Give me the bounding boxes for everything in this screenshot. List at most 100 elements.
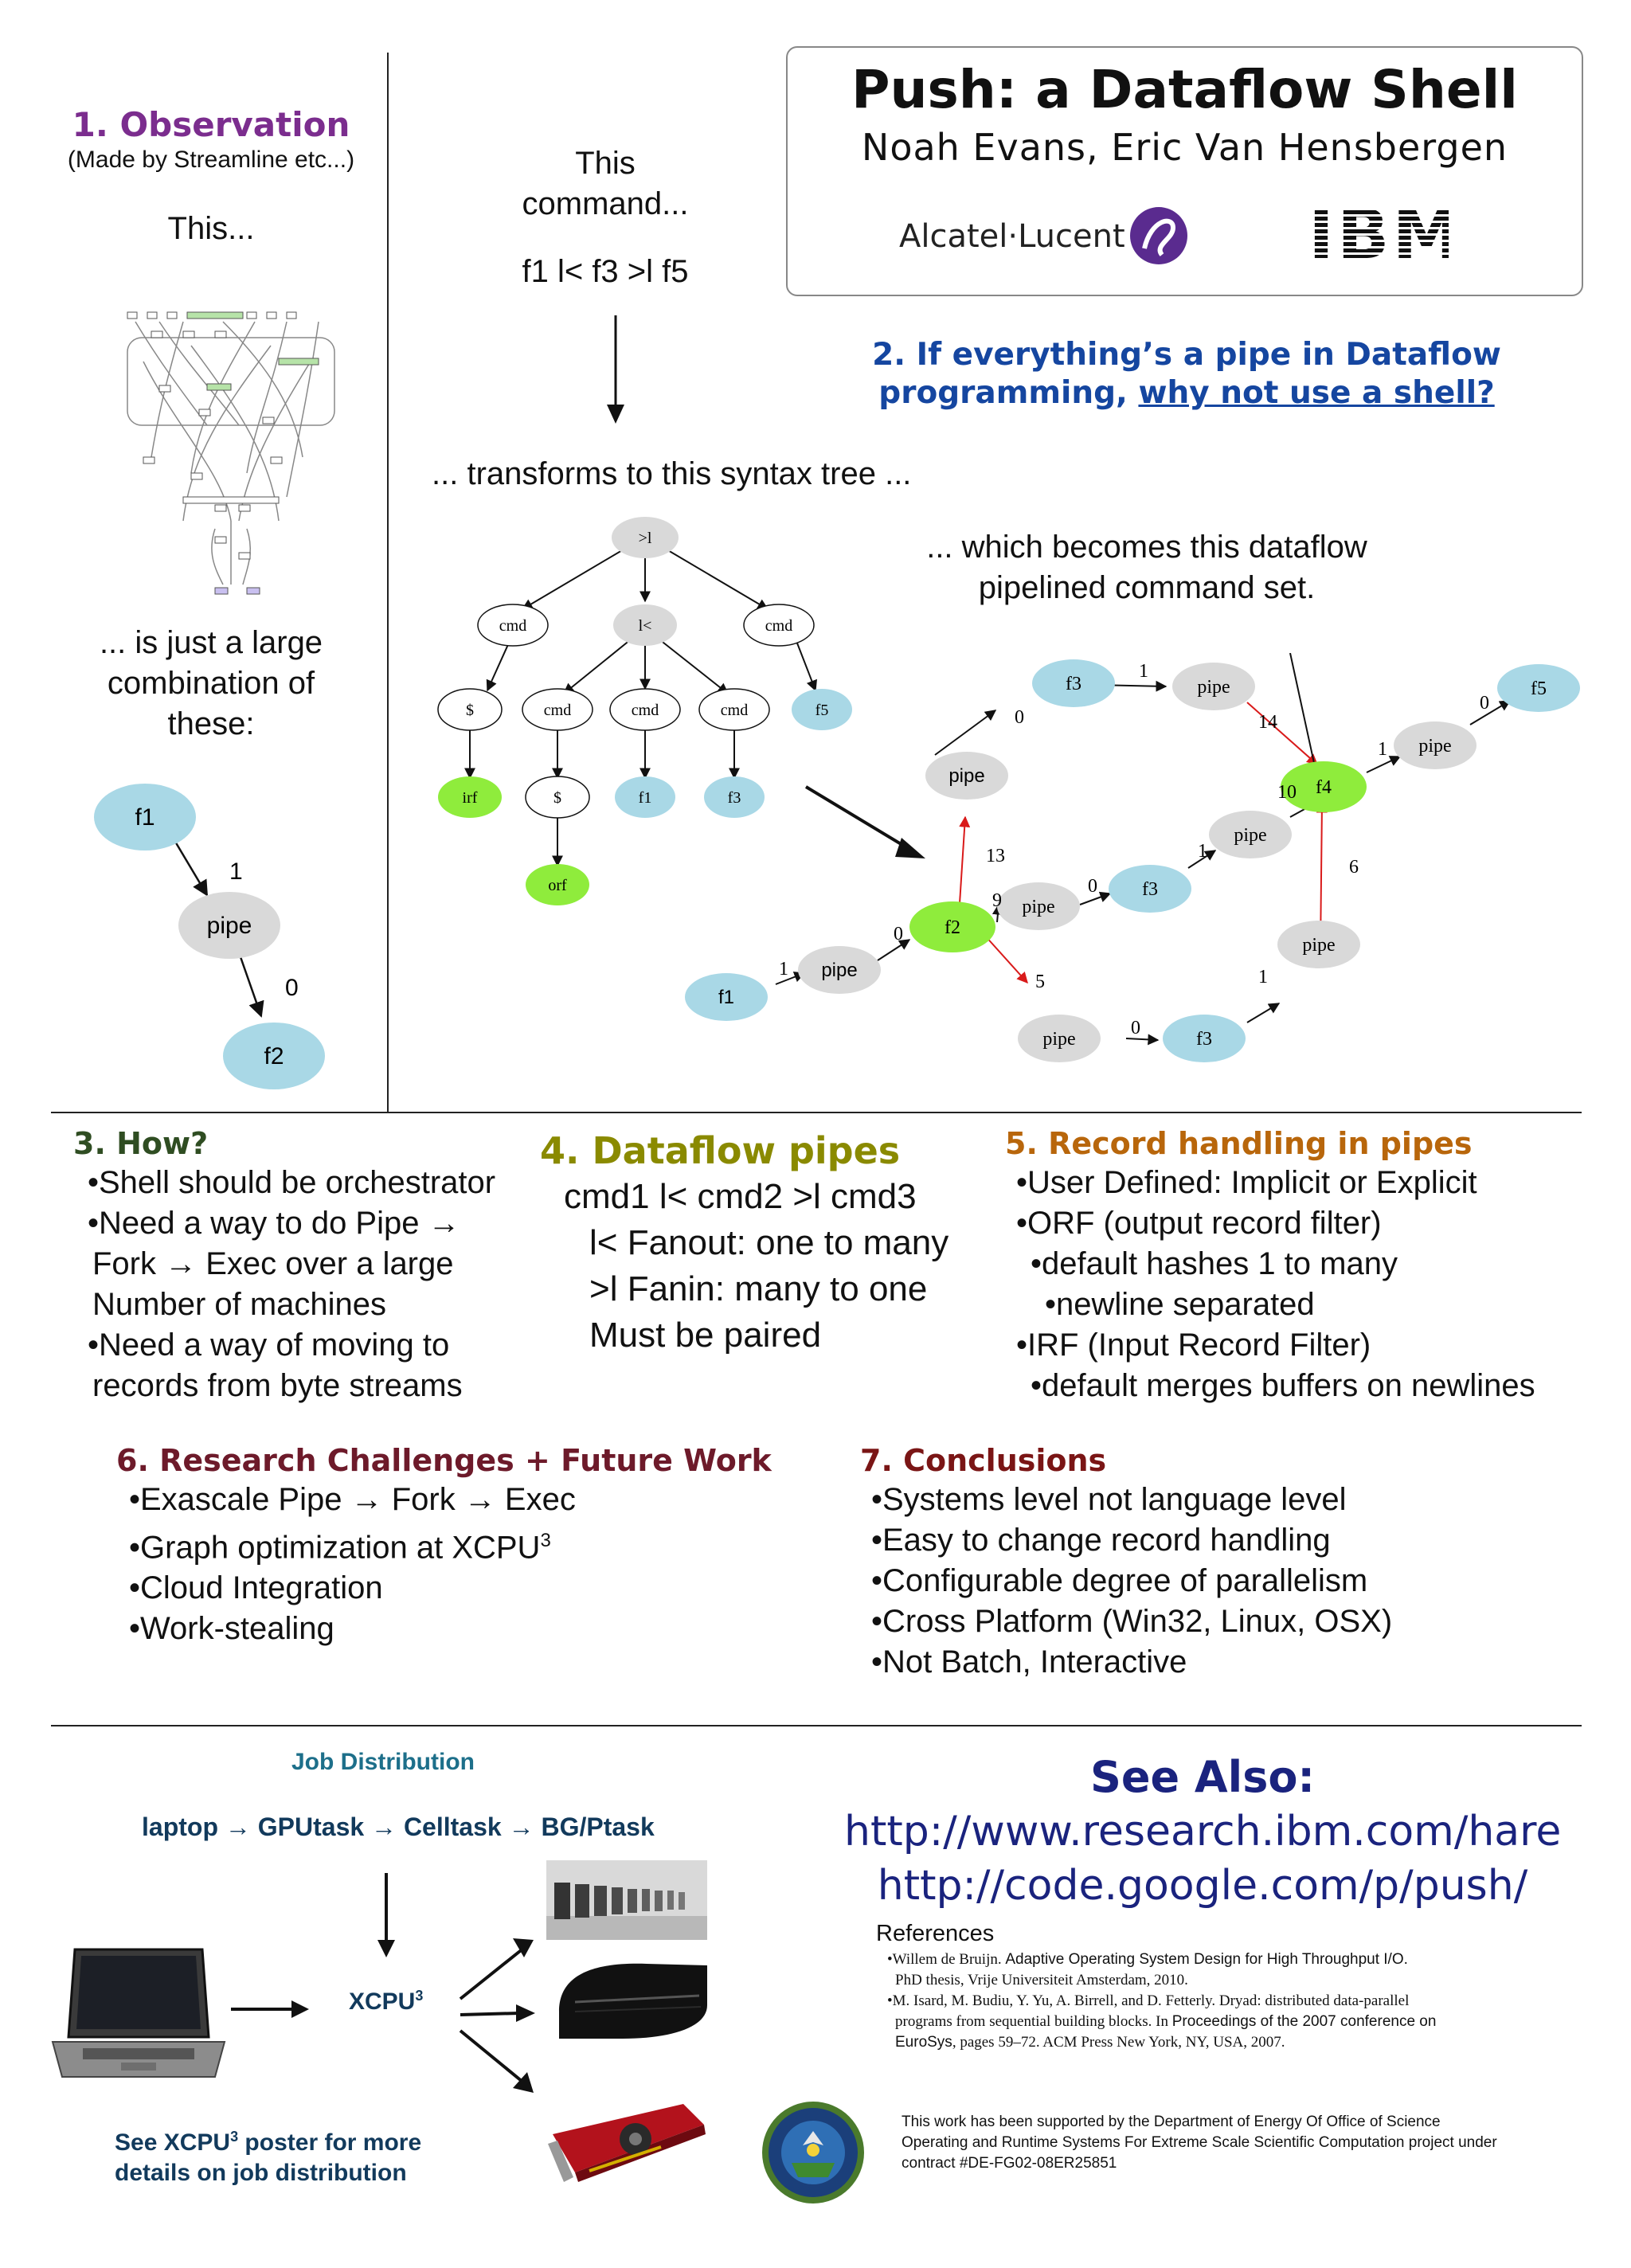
edge-label: 1 xyxy=(1198,841,1207,862)
dataflow-node-f5 xyxy=(1497,664,1580,712)
dataflow-label-f1: f1 xyxy=(718,987,734,1008)
dataflow-caption-line-2: pipelined command set. xyxy=(978,570,1316,605)
how-item: •Need a way to do Pipe → xyxy=(88,1206,460,1241)
large-dataflow-thumbnail xyxy=(127,311,335,595)
how-item: records from byte streams xyxy=(92,1368,463,1403)
records-item: •newline separated xyxy=(1045,1287,1315,1322)
conclusions-item: •Configurable degree of parallelism xyxy=(871,1563,1368,1598)
pipes-item: Must be paired xyxy=(589,1316,822,1355)
conclusions-item: •Not Batch, Interactive xyxy=(871,1644,1187,1679)
dataflow-node-f2 xyxy=(909,901,995,952)
xcpu-text: XCPU xyxy=(349,1988,416,2015)
edge-label: 0 xyxy=(894,924,903,944)
edge-label: 0 xyxy=(1088,876,1097,897)
pipes-list: cmd1 l< cmd2 >l cmd3 l< Fanout: one to m… xyxy=(564,1174,948,1359)
observation-caption-line-3: these: xyxy=(167,706,255,741)
how-item: •Shell should be orchestrator xyxy=(88,1165,496,1200)
syntax-tree: >l cmd l< cmd $ cmd cmd cmd f5 irf $ f1 … xyxy=(437,517,852,905)
tree-label-cmd-2: cmd xyxy=(544,702,571,719)
command-down-arrow xyxy=(607,315,624,424)
question-2-line-1: 2. If everything’s a pipe in Dataflow xyxy=(872,337,1501,373)
ref-2-pages: , pages 59–72. ACM Press New York, NY, U… xyxy=(952,2034,1285,2051)
see-also-link-google[interactable]: http://code.google.com/p/push/ xyxy=(877,1862,1528,1910)
dataflow-label-f3-mid: f3 xyxy=(1142,879,1158,900)
laptop-to-xcpu-arrow xyxy=(231,2000,309,2018)
jobs-note-c: details on job distribution xyxy=(115,2160,407,2186)
edge-label: 13 xyxy=(986,846,1005,866)
research-item: •Graph optimization at XCPU xyxy=(129,1530,541,1566)
conclusions-item: •Systems level not language level xyxy=(871,1482,1347,1517)
dataflow-node-f3-mid xyxy=(1109,865,1191,913)
research-item: •Cloud Integration xyxy=(129,1570,383,1606)
tree-node-orf xyxy=(526,864,589,905)
records-item: •User Defined: Implicit or Explicit xyxy=(1016,1165,1477,1200)
ref-2-title: programs from sequential building blocks… xyxy=(895,2013,1172,2030)
tree-node-cmd-3 xyxy=(609,688,681,731)
research-list: •Exascale Pipe → Fork → Exec •Graph opti… xyxy=(129,1480,576,1649)
edge-label: 14 xyxy=(1258,712,1277,733)
simple-node-pipe-label: pipe xyxy=(207,913,252,939)
dataflow-label-pipe-5: pipe xyxy=(1234,825,1266,846)
tree-label-cmd-right: cmd xyxy=(765,617,792,635)
tree-label-orf: orf xyxy=(548,877,567,894)
dataflow-caption-line-1: ... which becomes this dataflow xyxy=(926,530,1367,565)
research-heading: 6. Research Challenges + Future Work xyxy=(116,1443,772,1478)
horizontal-divider-2 xyxy=(51,1725,1582,1726)
simple-node-f1-label: f1 xyxy=(135,804,154,831)
how-item: Number of machines xyxy=(92,1287,387,1322)
simple-edge-label-0: 0 xyxy=(285,975,299,1001)
jobs-note-a: See XCPU xyxy=(115,2129,231,2156)
superscript: 3 xyxy=(230,2129,239,2145)
ibm-striped-icon: IBM xyxy=(1308,195,1461,275)
dataflow-caption: ... which becomes this dataflow pipeline… xyxy=(892,527,1402,608)
dataflow-node-pipe-6 xyxy=(1394,721,1477,769)
see-also-heading: See Also: xyxy=(1089,1752,1316,1802)
dataflow-label-f5: f5 xyxy=(1531,678,1547,699)
graphics-card-image xyxy=(548,2104,706,2182)
records-item: •ORF (output record filter) xyxy=(1016,1206,1382,1241)
dataflow-label-pipe-4: pipe xyxy=(1022,897,1054,917)
tree-node-f1 xyxy=(615,776,675,818)
dataflow-label-pipe-7: pipe xyxy=(1302,935,1335,956)
tree-label-fanout: l< xyxy=(639,617,652,635)
how-item: •Need a way of moving to xyxy=(88,1328,450,1363)
tree-to-dataflow-arrow xyxy=(804,785,925,858)
tree-node-f3 xyxy=(704,776,765,818)
tree-label-f5: f5 xyxy=(816,702,829,719)
tree-label-dollar-1: $ xyxy=(466,702,474,719)
alcatel-lucent-swirl-icon xyxy=(1130,207,1187,264)
ref-2-eurosys: EuroSys xyxy=(895,2034,952,2051)
jobs-note-b: poster for more xyxy=(238,2129,422,2156)
simple-node-f2-label: f2 xyxy=(264,1043,284,1069)
conclusions-item: •Cross Platform (Win32, Linux, OSX) xyxy=(871,1604,1393,1639)
title-box: Push: a Dataflow Shell Noah Evans, Eric … xyxy=(786,46,1583,296)
edge-label: 10 xyxy=(1277,782,1297,803)
dataflow-node-pipe-5 xyxy=(1209,811,1292,858)
horizontal-divider-1 xyxy=(51,1112,1582,1113)
tree-node-irf xyxy=(438,776,502,818)
observation-this: This... xyxy=(167,211,255,246)
support-acknowledgement: This work has been supported by the Depa… xyxy=(902,2112,1497,2174)
dataflow-graph: f1 pipe f2 pipe f3 pipe pipe f3 pipe f4 … xyxy=(685,653,1580,1062)
superscript: 3 xyxy=(540,1530,551,1551)
xcpu-fanout-arrows xyxy=(459,1938,535,2093)
tree-node-dollar-2 xyxy=(525,776,590,819)
see-also-link-ibm[interactable]: http://www.research.ibm.com/hare xyxy=(844,1808,1562,1855)
conclusions-item: •Easy to change record handling xyxy=(871,1523,1331,1558)
pipes-item: cmd1 l< cmd2 >l cmd3 xyxy=(564,1177,917,1216)
laptop-image xyxy=(51,1948,226,2078)
edge-label: 0 xyxy=(1015,707,1024,728)
references-list: •Willem de Bruijn. Adaptive Operating Sy… xyxy=(887,1949,1436,2053)
dataflow-label-f4: f4 xyxy=(1316,777,1332,798)
question-2-link[interactable]: why not use a shell? xyxy=(1138,375,1495,411)
observation-heading: 1. Observation xyxy=(72,105,350,144)
jobs-note: See XCPU3 poster for more details on job… xyxy=(115,2121,421,2188)
supercomputer-image xyxy=(546,1860,707,1940)
alcatel-lucent-wordmark: Alcatel·Lucent xyxy=(899,218,1125,255)
vertical-divider xyxy=(387,53,389,1112)
simple-node-f2 xyxy=(223,1023,325,1089)
dataflow-label-pipe-3: pipe xyxy=(1197,677,1230,698)
xcpu-label: XCPU3 xyxy=(349,1988,423,2016)
research-item: •Exascale Pipe → Fork → Exec xyxy=(129,1482,576,1517)
observation-subtitle: (Made by Streamline etc...) xyxy=(67,147,355,173)
